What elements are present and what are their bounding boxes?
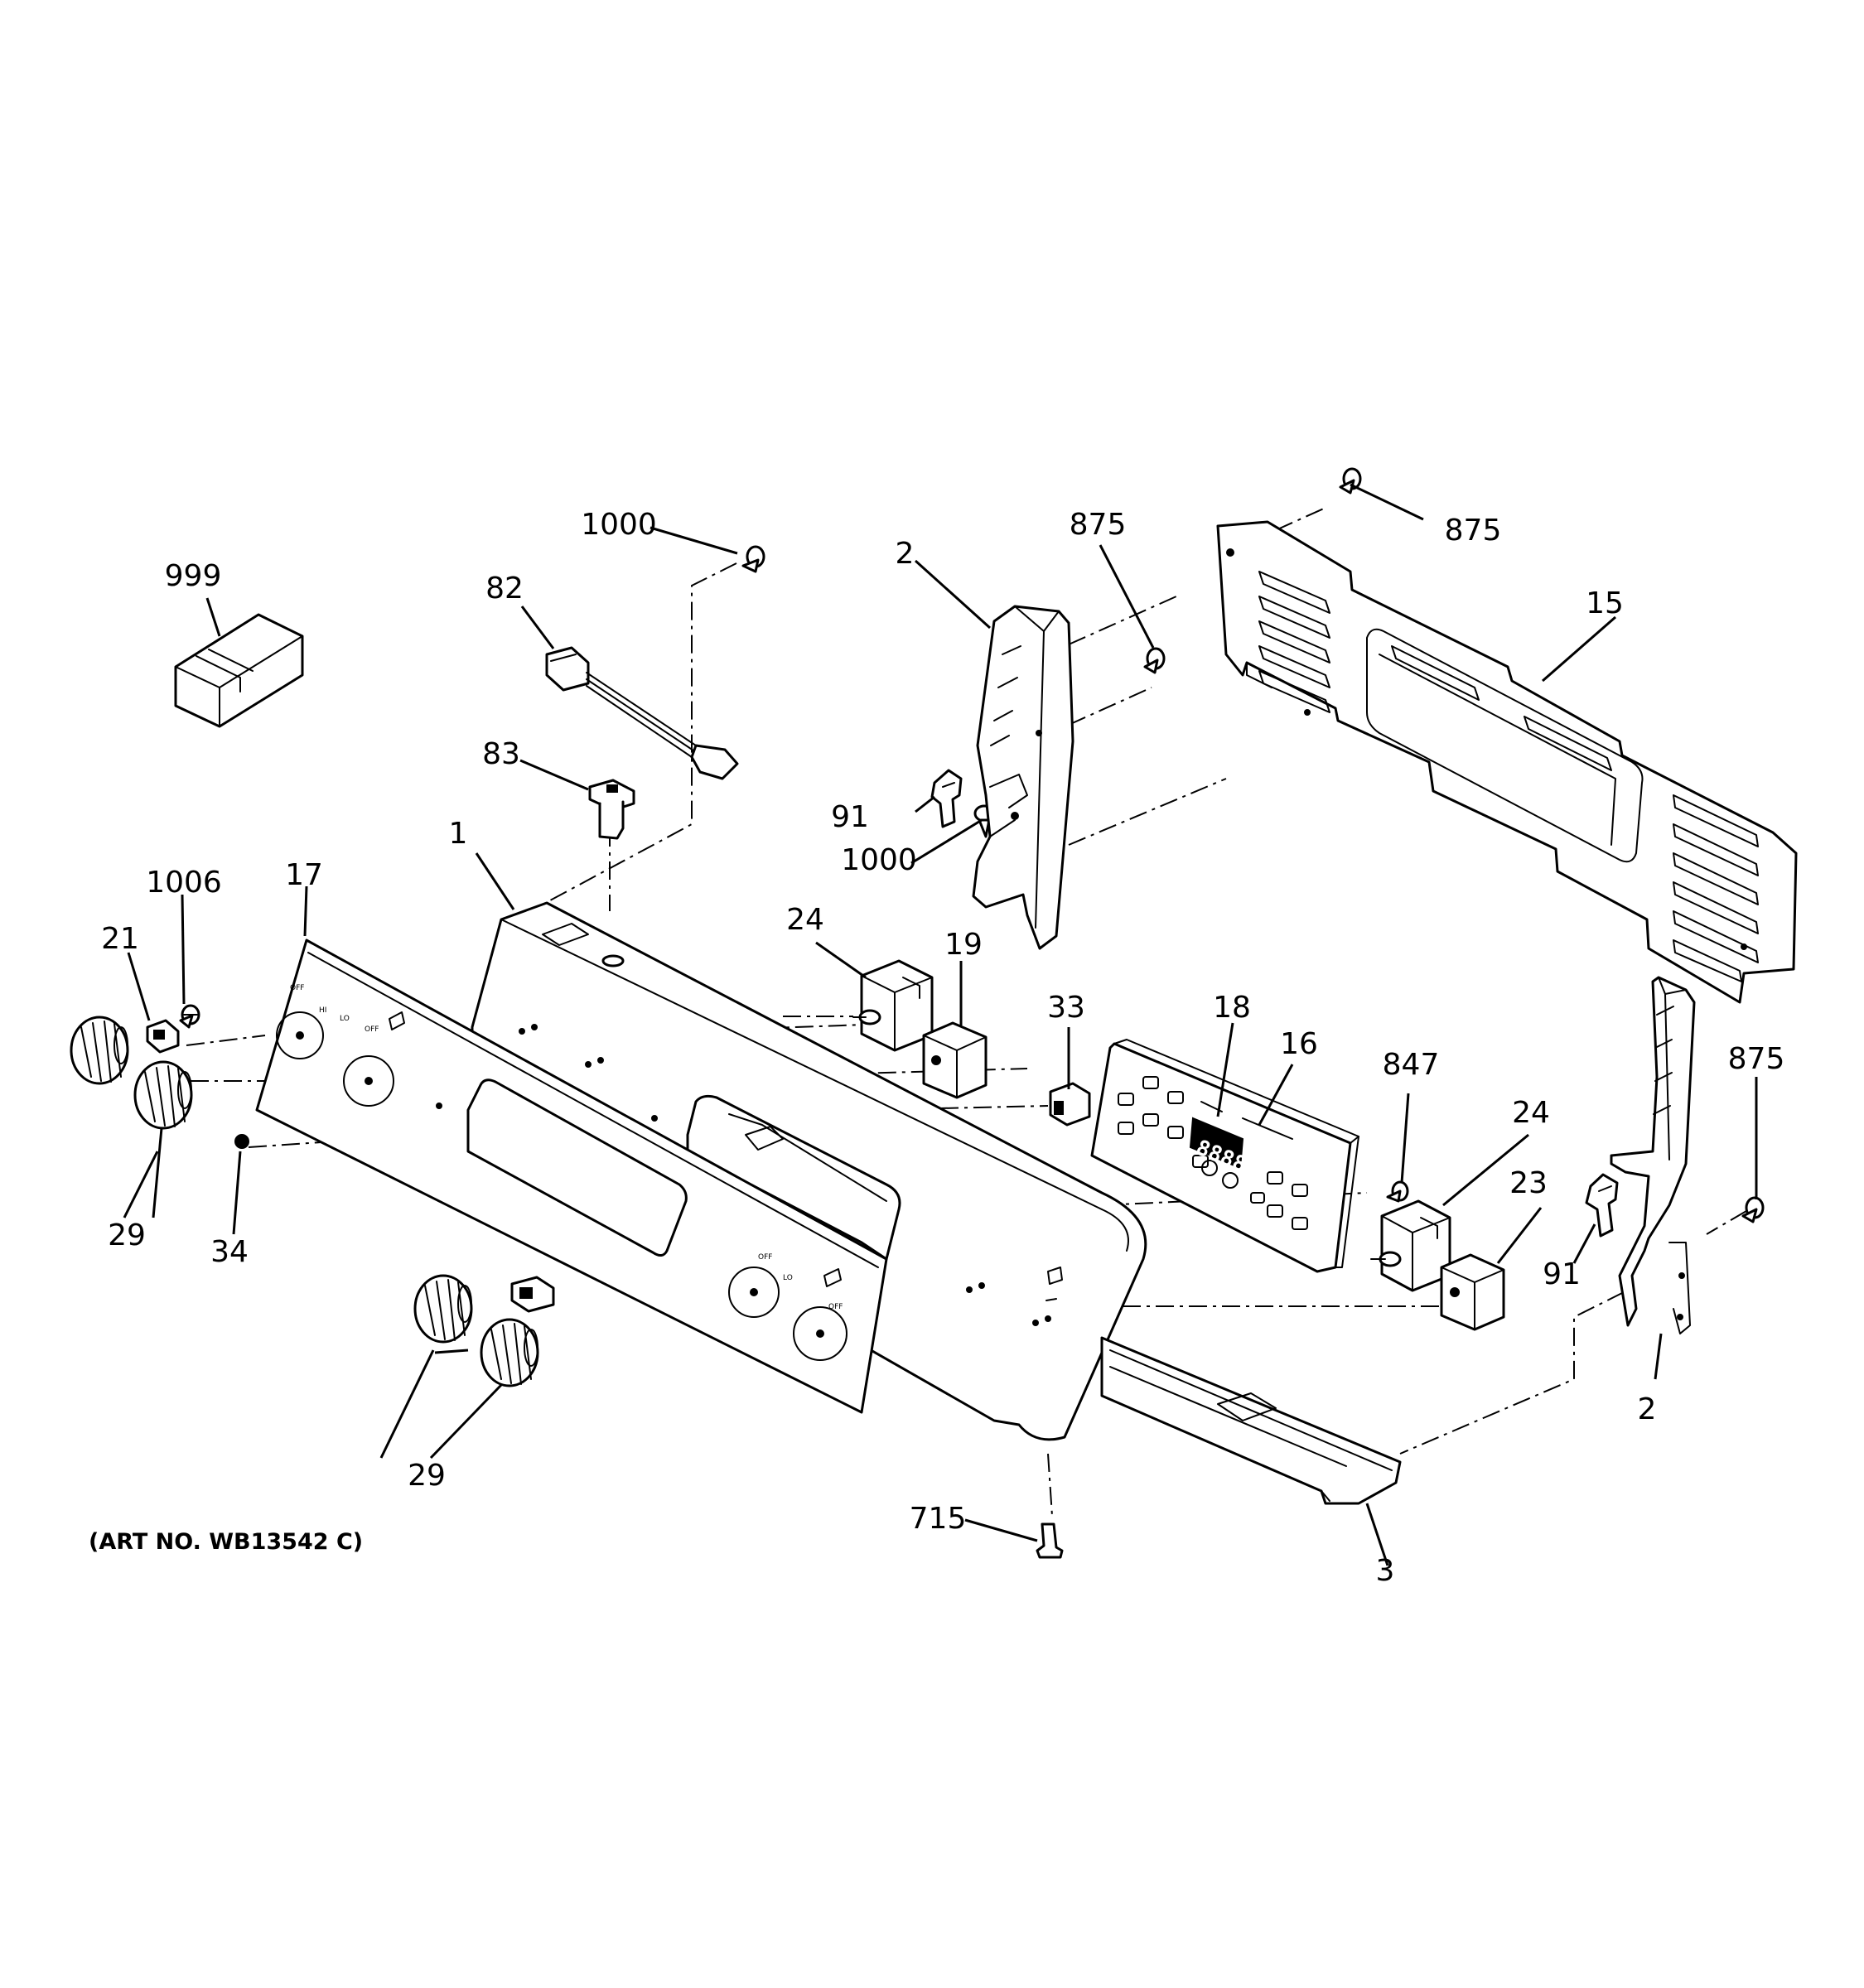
- end-cap-bracket-icon: [1610, 976, 1696, 1334]
- dial-label-hi: HI: [319, 1006, 326, 1015]
- control-knob-icon: [413, 1274, 473, 1344]
- callout-875-right: 875: [1728, 1042, 1785, 1076]
- callout-23: 23: [1509, 1166, 1548, 1200]
- callout-21: 21: [101, 922, 139, 956]
- dial-label-lo-2: LO: [783, 1274, 793, 1282]
- rocker-switch-icon: [510, 1276, 555, 1313]
- control-knob-icon: [70, 1016, 129, 1085]
- dial-label-off-2: OFF: [365, 1025, 379, 1034]
- callout-82: 82: [485, 572, 524, 606]
- backsplash-panel: [471, 901, 1147, 1441]
- louvers-right: [1673, 794, 1759, 982]
- art-number: (ART NO. WB13542 C): [89, 1529, 363, 1555]
- leader-lines: [123, 483, 1758, 1566]
- end-cap-bracket-icon: [930, 769, 963, 828]
- lower-trim: [1100, 1336, 1402, 1505]
- callout-16: 16: [1280, 1027, 1318, 1061]
- control-overlay-panel: OFF OFF LO HI OFF OFF LO: [255, 939, 888, 1414]
- end-cap-bracket-icon: [1585, 1173, 1619, 1238]
- callout-33: 33: [1047, 991, 1085, 1025]
- wire-harness-icon: [545, 646, 739, 780]
- callout-18: 18: [1213, 991, 1251, 1025]
- parts-box-icon: [174, 613, 304, 728]
- callout-91-right: 91: [1543, 1257, 1581, 1291]
- dial-label-off-4: OFF: [828, 1303, 843, 1311]
- callout-17: 17: [285, 858, 323, 892]
- dial-label-off: OFF: [290, 984, 304, 992]
- callout-1000-top: 1000: [581, 508, 657, 542]
- screw-icon: [741, 545, 765, 573]
- callout-29-left: 29: [108, 1218, 146, 1252]
- rear-cover: [1216, 520, 1798, 1004]
- infinite-switch-icon: [852, 959, 934, 1052]
- callout-19: 19: [944, 928, 983, 962]
- callout-999: 999: [165, 559, 222, 593]
- callout-847: 847: [1383, 1048, 1440, 1082]
- callout-1000-mid: 1000: [841, 843, 917, 877]
- screw-icon: [1143, 647, 1166, 674]
- louvers-left: [1258, 571, 1330, 713]
- screw-icon: [1036, 1522, 1064, 1559]
- dial-label-lo: LO: [340, 1015, 350, 1023]
- callout-34: 34: [210, 1235, 249, 1269]
- callout-29-bottom: 29: [408, 1459, 446, 1493]
- callout-24-mid: 24: [786, 903, 824, 937]
- callout-numbers: 999 1000 82 83 1 1006 17 21 29 34 24 19 …: [101, 508, 1784, 1588]
- callout-3: 3: [1376, 1554, 1395, 1588]
- callout-1: 1: [449, 817, 468, 851]
- callout-875-mid: 875: [1070, 508, 1127, 542]
- screw-icon: [234, 1134, 249, 1149]
- dial-label-off-3: OFF: [758, 1253, 772, 1262]
- end-cap-bracket-icon: [972, 605, 1074, 950]
- clock-display: 8888: [1189, 1117, 1250, 1178]
- callout-15: 15: [1586, 586, 1624, 620]
- control-knob-icon: [133, 1060, 193, 1130]
- callout-24-right: 24: [1512, 1096, 1550, 1130]
- rocker-switch-icon: [1049, 1082, 1091, 1127]
- rocker-switch-icon: [146, 1019, 180, 1054]
- electronic-control-board: 8888: [1090, 1039, 1359, 1273]
- indicator-light-icon: [588, 779, 635, 840]
- callout-91-top: 91: [831, 800, 869, 834]
- screw-icon: [1741, 1196, 1765, 1223]
- control-knob-icon: [480, 1318, 539, 1387]
- louvers-center: [1391, 645, 1612, 771]
- infinite-switch-icon: [1370, 1199, 1451, 1292]
- screw-icon: [1386, 1180, 1409, 1203]
- callout-2-top: 2: [896, 537, 915, 571]
- callout-2-right: 2: [1638, 1392, 1657, 1426]
- callout-715: 715: [910, 1502, 967, 1536]
- screw-icon: [179, 1004, 200, 1029]
- callout-875-top: 875: [1445, 514, 1502, 548]
- callout-83: 83: [482, 737, 520, 771]
- callout-1006: 1006: [146, 866, 222, 900]
- infinite-switch-icon: [922, 1021, 988, 1099]
- infinite-switch-icon: [1440, 1253, 1505, 1331]
- screw-icon: [1339, 467, 1362, 495]
- mounting-holes: [519, 1024, 1063, 1326]
- control-keypad: [1118, 1076, 1308, 1230]
